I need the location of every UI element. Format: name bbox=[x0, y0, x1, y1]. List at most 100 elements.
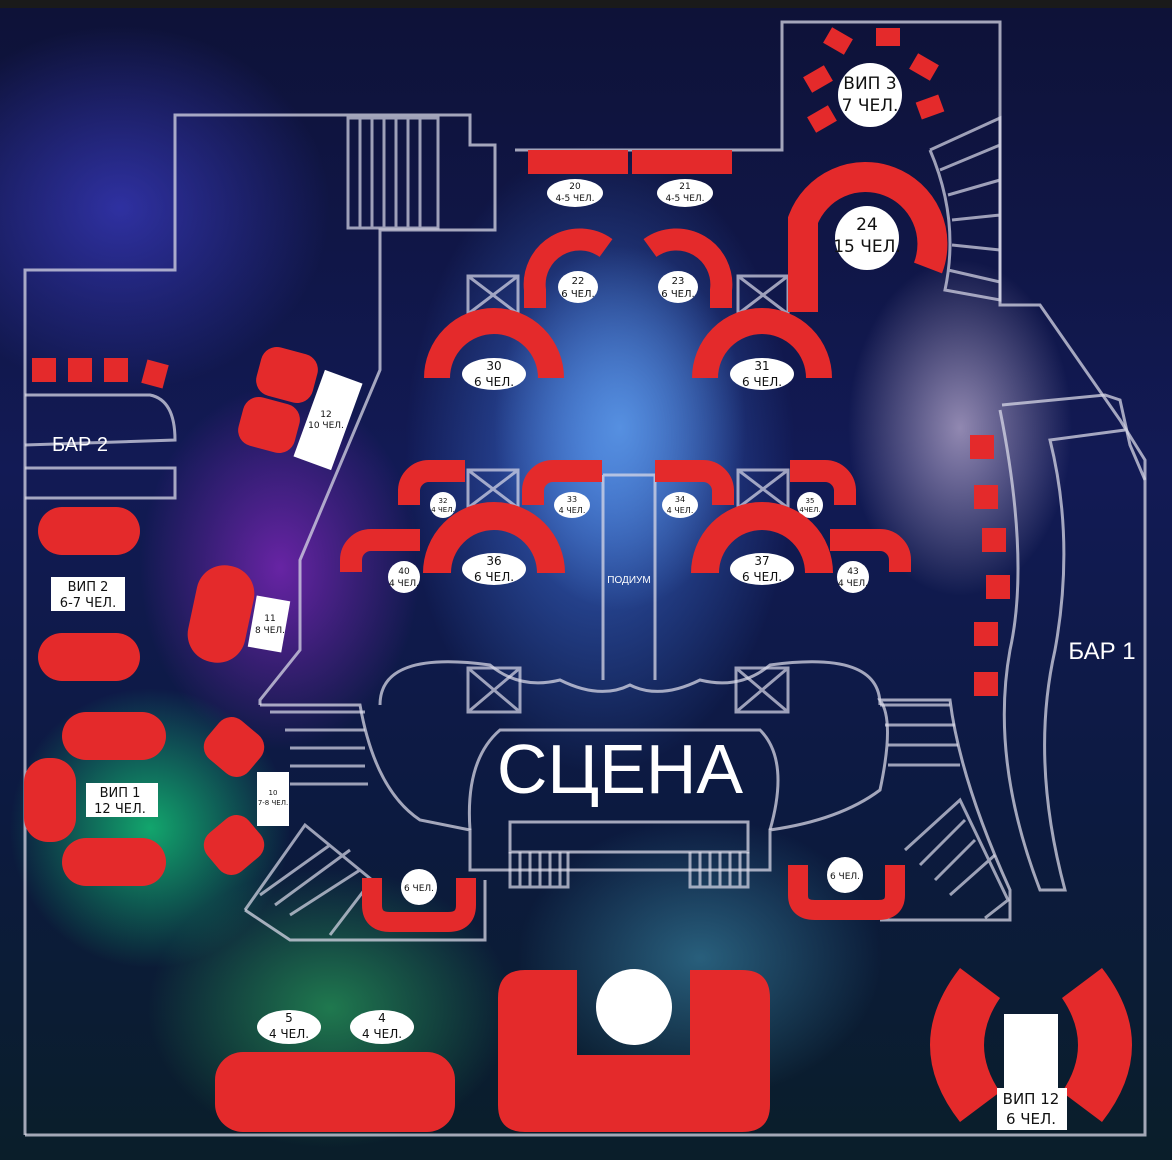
lounge-table bbox=[596, 969, 672, 1045]
table-capacity: 6-7 ЧЕЛ. bbox=[60, 596, 116, 611]
svg-text:316 ЧЕЛ.: 31 6 ЧЕЛ. bbox=[742, 359, 782, 389]
table-number: 22 bbox=[572, 276, 585, 287]
table-30[interactable]: 30 6 ЧЕЛ. bbox=[424, 308, 564, 390]
table-number: 37 bbox=[754, 554, 769, 568]
table-37[interactable]: 37 6 ЧЕЛ. bbox=[691, 502, 833, 585]
vip3-seats bbox=[803, 27, 945, 133]
svg-text:404 ЧЕЛ.: 40 4 ЧЕЛ. bbox=[389, 567, 419, 589]
table-10[interactable]: 10 7-8 ЧЕЛ. bbox=[197, 710, 289, 881]
table-number: 12 bbox=[320, 410, 331, 420]
table-stage-right[interactable]: 6 ЧЕЛ. bbox=[788, 857, 905, 920]
table-number: 31 bbox=[754, 359, 769, 373]
svg-text:118 ЧЕЛ.: 118 ЧЕЛ. bbox=[255, 614, 285, 636]
table-capacity: 4 ЧЕЛ. bbox=[362, 1027, 402, 1041]
table-capacity: 4 ЧЕЛ. bbox=[389, 579, 419, 589]
table-number: ВИП 12 bbox=[1003, 1090, 1060, 1108]
table-capacity: 4 ЧЕЛ. bbox=[431, 506, 454, 514]
table-number: 40 bbox=[398, 567, 410, 577]
table-40[interactable]: 40 4 ЧЕЛ. bbox=[340, 529, 420, 593]
table-capacity: 4-5 ЧЕЛ. bbox=[555, 194, 594, 204]
table-capacity: 6 ЧЕЛ. bbox=[661, 289, 694, 300]
svg-text:ВИП 126 ЧЕЛ.: ВИП 12 6 ЧЕЛ. bbox=[1003, 1090, 1060, 1128]
table-number: 23 bbox=[672, 276, 685, 287]
svg-text:ВИП 112 ЧЕЛ.: ВИП 112 ЧЕЛ. bbox=[94, 786, 146, 817]
svg-text:204-5 ЧЕЛ.: 20 4-5 ЧЕЛ. bbox=[555, 182, 594, 204]
svg-text:334 ЧЕЛ.: 334 ЧЕЛ. bbox=[559, 495, 586, 515]
table-number: 10 bbox=[269, 789, 278, 797]
table-number: 35 bbox=[806, 497, 815, 505]
svg-text:434 ЧЕЛ.: 43 4 ЧЕЛ. bbox=[838, 567, 868, 589]
stairs bbox=[243, 115, 1010, 936]
table-20[interactable]: 20 4-5 ЧЕЛ. bbox=[528, 150, 628, 207]
svg-text:214-5 ЧЕЛ.: 214-5 ЧЕЛ. bbox=[665, 182, 704, 204]
table-capacity: 6 ЧЕЛ. bbox=[742, 570, 782, 584]
stage-label: СЦЕНА bbox=[497, 730, 744, 808]
svg-text:324 ЧЕЛ.: 324 ЧЕЛ. bbox=[431, 497, 454, 514]
svg-text:306 ЧЕЛ.: 30 6 ЧЕЛ. bbox=[474, 359, 514, 389]
table-number: 33 bbox=[567, 495, 577, 504]
table-capacity: 4 ЧЕЛ. bbox=[269, 1027, 309, 1041]
table-23[interactable]: 23 6 ЧЕЛ. bbox=[643, 228, 733, 308]
bar-1-label: БАР 1 bbox=[1068, 638, 1135, 665]
table-capacity: 15 ЧЕЛ. bbox=[833, 237, 901, 257]
table-number: ВИП 1 bbox=[100, 786, 141, 801]
table-capacity: 6 ЧЕЛ. bbox=[742, 375, 782, 389]
svg-text:344 ЧЕЛ.: 344 ЧЕЛ. bbox=[667, 495, 694, 515]
table-capacity: 12 ЧЕЛ. bbox=[94, 802, 146, 817]
table-number: 30 bbox=[486, 359, 501, 373]
table-number: 20 bbox=[569, 182, 581, 192]
table-number: ВИП 2 bbox=[68, 580, 109, 595]
table-number: 32 bbox=[439, 497, 448, 505]
table-capacity: 6 ЧЕЛ. bbox=[404, 884, 434, 894]
table-31[interactable]: 31 6 ЧЕЛ. bbox=[692, 308, 832, 390]
svg-text:107-8 ЧЕЛ.: 10 7-8 ЧЕЛ. bbox=[258, 789, 288, 807]
table-capacity: 7-8 ЧЕЛ. bbox=[258, 799, 288, 807]
pillars bbox=[466, 274, 790, 714]
svg-text:226 ЧЕЛ.: 226 ЧЕЛ. bbox=[561, 276, 594, 300]
table-5[interactable]: 5 4 ЧЕЛ. bbox=[257, 1010, 321, 1044]
svg-text:44 ЧЕЛ.: 44 ЧЕЛ. bbox=[362, 1011, 402, 1041]
table-vip12[interactable]: ВИП 12 6 ЧЕЛ. bbox=[930, 968, 1132, 1130]
central-lounge[interactable] bbox=[498, 969, 770, 1132]
table-capacity: 4 ЧЕЛ. bbox=[667, 506, 694, 515]
table-capacity: 6 ЧЕЛ. bbox=[830, 872, 860, 882]
bar1-stools bbox=[970, 435, 1010, 696]
table-capacity: 10 ЧЕЛ. bbox=[308, 421, 344, 431]
table-number: ВИП 3 bbox=[843, 74, 896, 94]
table-capacity: 6 ЧЕЛ. bbox=[1006, 1110, 1056, 1128]
table-number: 5 bbox=[285, 1011, 293, 1025]
bar2-stools bbox=[32, 358, 169, 389]
top-bar bbox=[0, 0, 1172, 8]
svg-text:54 ЧЕЛ.: 5 4 ЧЕЛ. bbox=[269, 1011, 309, 1041]
table-number: 43 bbox=[847, 567, 858, 577]
table-capacity: 4 ЧЕЛ. bbox=[838, 579, 868, 589]
table-capacity: 6 ЧЕЛ. bbox=[474, 375, 514, 389]
podium-label: ПОДИУМ bbox=[607, 575, 650, 586]
table-capacity: 7 ЧЕЛ. bbox=[842, 96, 899, 116]
table-capacity: 4ЧЕЛ. bbox=[799, 506, 820, 514]
table-43[interactable]: 43 4 ЧЕЛ. bbox=[830, 529, 911, 593]
table-stage-left[interactable]: 6 ЧЕЛ. bbox=[362, 869, 476, 932]
table-5-4-sofa bbox=[215, 1052, 455, 1132]
svg-text:366 ЧЕЛ.: 366 ЧЕЛ. bbox=[474, 554, 514, 584]
table-number: 24 bbox=[856, 215, 878, 235]
svg-text:ВИП 37 ЧЕЛ.: ВИП 37 ЧЕЛ. bbox=[842, 74, 899, 116]
